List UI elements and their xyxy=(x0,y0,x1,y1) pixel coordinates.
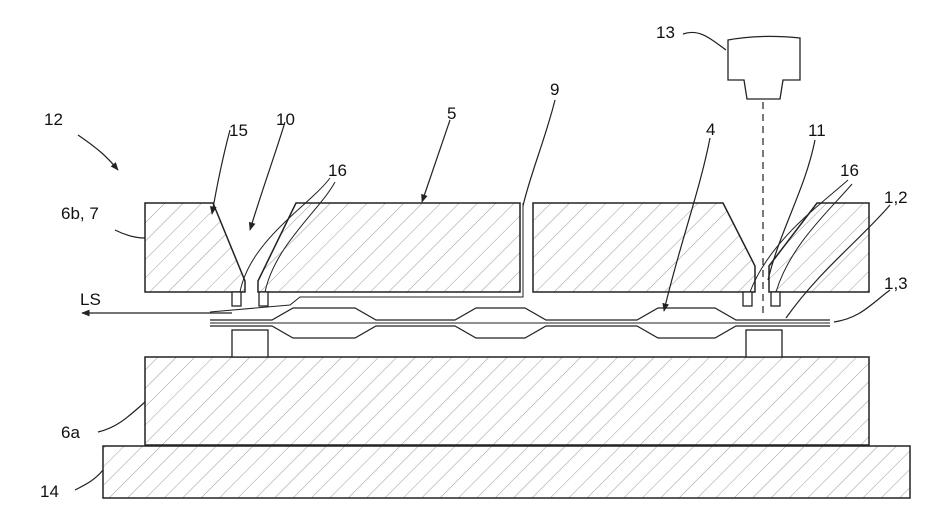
label-13: 13 xyxy=(656,23,675,42)
lower-die-6a xyxy=(145,357,869,445)
leader-13 xyxy=(683,32,726,50)
leader-9 xyxy=(523,100,555,206)
upper-die-left-6b xyxy=(145,203,245,292)
label-4: 4 xyxy=(706,120,715,139)
pin-16-right-b xyxy=(771,292,780,306)
upper-die-5-left xyxy=(258,203,520,292)
label-5: 5 xyxy=(447,104,456,123)
label-11: 11 xyxy=(808,121,826,140)
label-16-left: 16 xyxy=(328,161,347,180)
pin-16-right-a xyxy=(743,292,752,306)
label-1-2: 1,2 xyxy=(884,188,908,207)
leader-15 xyxy=(212,130,230,214)
leader-14 xyxy=(75,470,103,490)
label-14: 14 xyxy=(40,482,59,501)
label-9: 9 xyxy=(550,80,559,99)
support-block-right xyxy=(746,330,782,357)
base-plate-14 xyxy=(103,446,910,498)
sheet-upper xyxy=(210,308,830,320)
label-12: 12 xyxy=(44,110,63,129)
upper-die-5-right xyxy=(533,203,755,292)
leader-12 xyxy=(78,135,118,170)
upper-die-right-block xyxy=(769,203,869,292)
leader-6b-7 xyxy=(115,230,145,238)
leader-5 xyxy=(422,120,450,202)
leader-1-3 xyxy=(834,290,890,322)
leader-6a xyxy=(98,402,145,432)
label-6b-7: 6b, 7 xyxy=(61,204,99,223)
label-15: 15 xyxy=(229,121,248,140)
label-1-3: 1,3 xyxy=(884,274,908,293)
label-ls: LS xyxy=(80,290,101,309)
sheet-lower xyxy=(210,326,830,338)
label-10: 10 xyxy=(276,110,295,129)
pin-16-left-a xyxy=(232,292,241,306)
label-6a: 6a xyxy=(61,423,80,442)
camera-13 xyxy=(728,36,800,99)
leader-10 xyxy=(250,122,285,230)
pin-16-left-b xyxy=(259,292,268,306)
support-block-left xyxy=(232,330,268,357)
label-16-right: 16 xyxy=(840,161,859,180)
